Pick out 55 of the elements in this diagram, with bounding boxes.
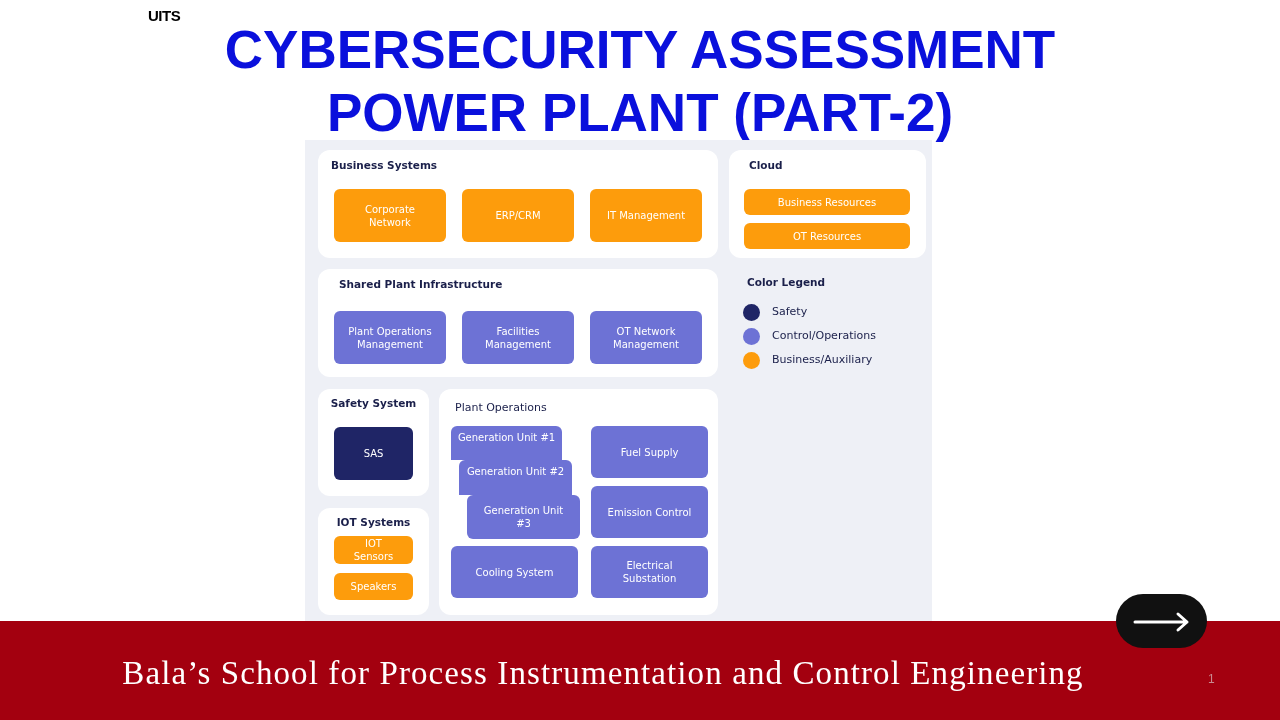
component-box — [462, 311, 574, 364]
component-box — [590, 189, 702, 242]
group-title: IOT Systems — [336, 516, 411, 529]
group-title: Shared Plant Infrastructure — [339, 278, 503, 291]
component-box — [451, 426, 562, 460]
group-title: Cloud — [749, 159, 783, 172]
component-box — [467, 495, 580, 539]
component-box — [334, 536, 413, 564]
component-box — [590, 311, 702, 364]
page-number: 1 — [1208, 672, 1215, 686]
component-label: ERP/CRM — [495, 209, 541, 222]
component-label: Facilities Management — [484, 324, 552, 351]
component-box — [744, 223, 910, 249]
component-box — [591, 426, 708, 478]
component-label: Generation Unit #2 — [466, 465, 565, 478]
component-box — [451, 546, 578, 598]
group-title: Business Systems — [331, 159, 438, 172]
heading-fragment: UITS — [148, 7, 181, 25]
component-box — [334, 311, 446, 364]
component-label: Plant Operations Management — [347, 324, 433, 351]
group-panel — [318, 389, 429, 496]
component-label: OT Resources — [792, 229, 862, 243]
component-label: IT Management — [606, 209, 686, 222]
component-label: Cooling System — [475, 565, 554, 579]
component-box — [334, 573, 413, 600]
legend-title: Color Legend — [747, 276, 825, 289]
component-label: SAS — [363, 447, 384, 460]
legend-label: Control/Operations — [772, 329, 876, 343]
group-title: Plant Operations — [455, 401, 547, 414]
footer-text: Bala’s School for Process Instrumentation and Control Engineering — [122, 654, 1084, 692]
component-label: Corporate Network — [364, 202, 416, 229]
component-box — [334, 189, 446, 242]
slide-title: CYBERSECURITY ASSESSMENT POWER PLANT (PART-2) — [223, 19, 1057, 144]
component-label: Emission Control — [607, 505, 692, 519]
component-label: IOT Sensors — [352, 537, 395, 563]
component-label: Fuel Supply — [620, 445, 679, 459]
component-box — [744, 189, 910, 215]
component-box — [591, 486, 708, 538]
component-label: OT Network Management — [612, 324, 680, 351]
component-label: Speakers — [350, 580, 397, 593]
component-box — [334, 427, 413, 480]
group-panel — [318, 150, 718, 258]
component-box — [591, 546, 708, 598]
legend-label: Business/Auxiliary — [772, 353, 873, 367]
component-label: Electrical Substation — [621, 559, 678, 585]
component-label: Business Resources — [777, 195, 877, 209]
component-label: Generation Unit #3 — [482, 504, 565, 530]
group-panel — [729, 150, 926, 258]
group-panel — [318, 508, 429, 615]
component-label: Generation Unit #1 — [457, 431, 556, 444]
group-panel — [439, 389, 718, 615]
legend-label: Safety — [772, 305, 808, 319]
group-title: Safety System — [330, 397, 417, 410]
component-box — [462, 189, 574, 242]
group-panel — [318, 269, 718, 377]
